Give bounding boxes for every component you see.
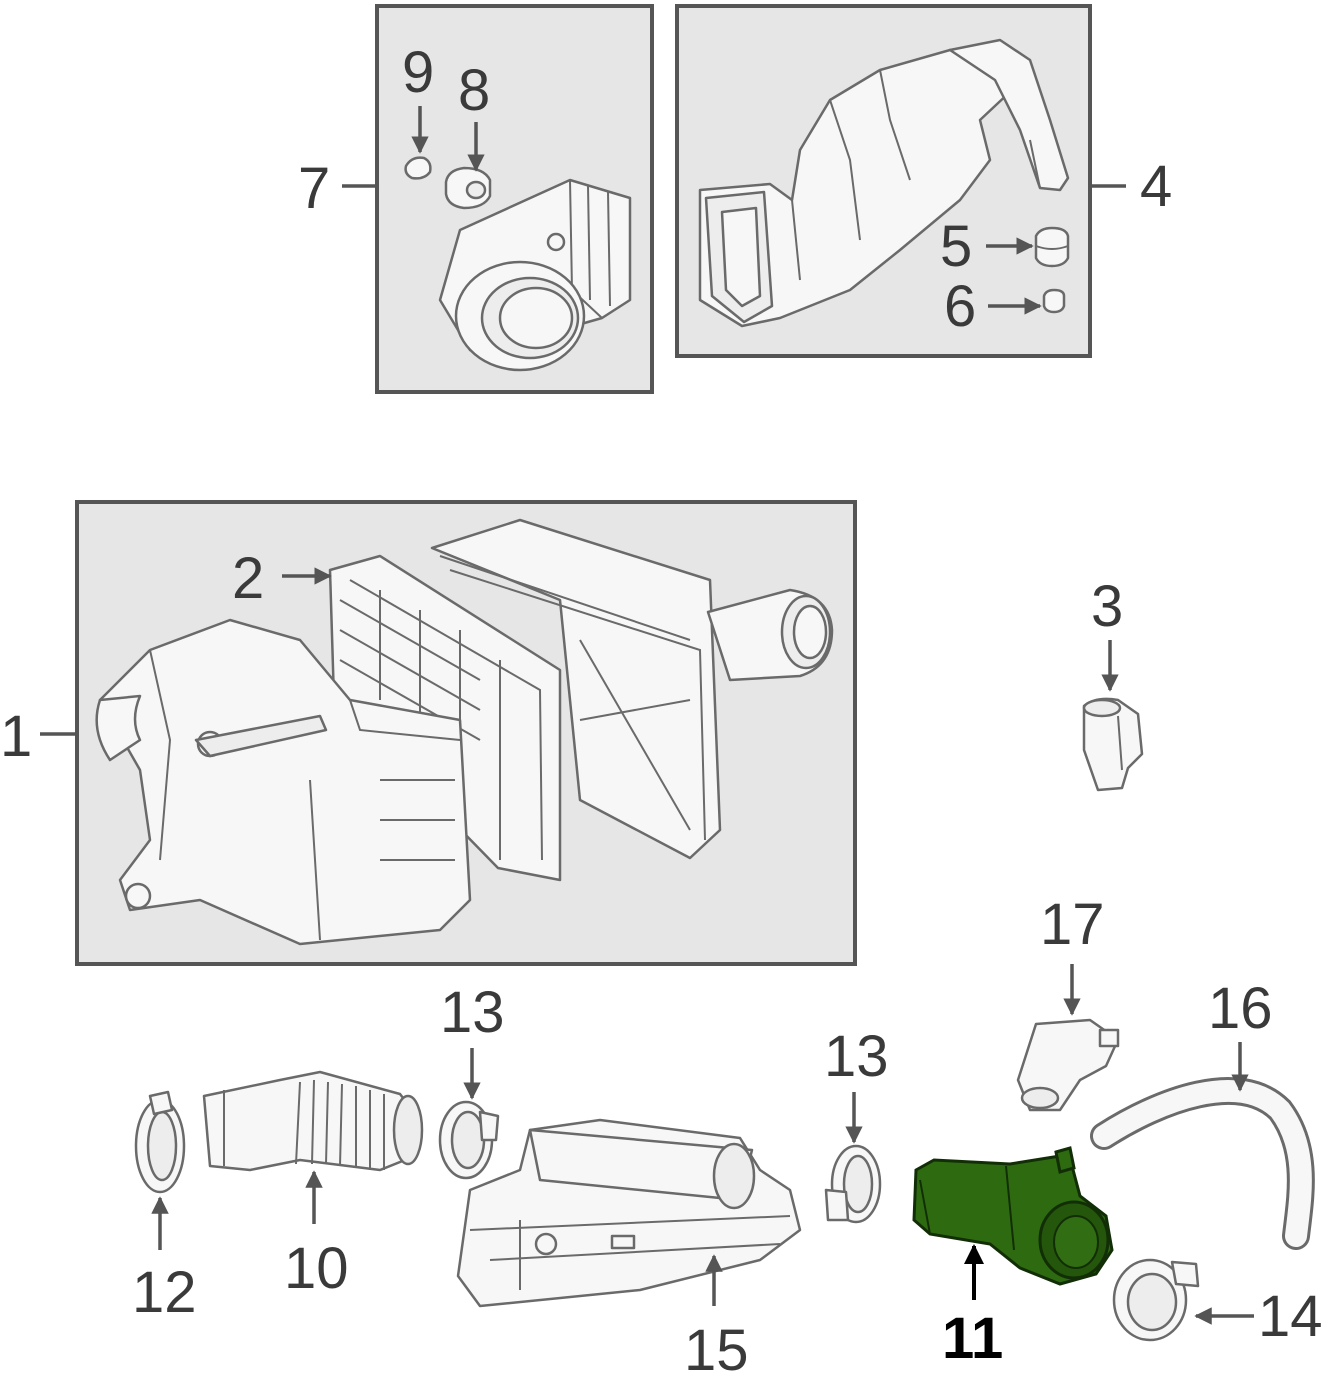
part-13-clamp-left xyxy=(438,1100,500,1180)
callout-16: 16 xyxy=(1208,976,1273,1041)
callout-13-right: 13 xyxy=(824,1024,889,1089)
callout-15: 15 xyxy=(684,1318,749,1378)
callout-3: 3 xyxy=(1091,574,1123,639)
leader-lines xyxy=(40,106,1254,1325)
callout-6: 6 xyxy=(944,274,976,339)
part-14-clamp xyxy=(1112,1258,1200,1342)
part-air-cleaner-cap xyxy=(430,518,834,860)
part-9-clip xyxy=(404,156,432,180)
callout-12: 12 xyxy=(132,1260,197,1325)
callout-14: 14 xyxy=(1258,1284,1323,1349)
callout-10: 10 xyxy=(284,1236,349,1301)
callout-4: 4 xyxy=(1140,154,1172,219)
part-10-hose xyxy=(202,1070,424,1172)
callout-1: 1 xyxy=(0,704,32,769)
part-13-clamp-right xyxy=(824,1144,882,1224)
callout-5: 5 xyxy=(940,214,972,279)
part-11-air-hose xyxy=(912,1146,1114,1286)
callout-13-left: 13 xyxy=(440,980,505,1045)
panel-air-flow-meter xyxy=(375,4,654,394)
callout-11: 11 xyxy=(942,1306,1003,1371)
panel-intake-duct xyxy=(675,4,1092,358)
callout-2: 2 xyxy=(232,546,264,611)
part-16-hose xyxy=(1090,1076,1315,1250)
callout-labels: 1 2 3 4 5 6 7 8 9 10 11 12 13 13 14 15 1… xyxy=(0,40,1323,1383)
callout-8: 8 xyxy=(458,58,490,123)
part-5-grommet xyxy=(1034,226,1070,268)
part-8-grommet xyxy=(444,166,492,210)
part-6-plug xyxy=(1042,288,1066,314)
part-air-cleaner-case xyxy=(95,618,472,946)
part-4-intake-duct xyxy=(698,38,1070,328)
part-17-valve xyxy=(1016,1018,1120,1112)
part-15-resonator xyxy=(456,1118,802,1308)
part-3-sensor xyxy=(1082,697,1144,792)
callout-9: 9 xyxy=(402,40,434,105)
part-12-clamp xyxy=(134,1090,186,1194)
callout-7: 7 xyxy=(298,156,330,221)
part-7-air-flow-meter xyxy=(438,178,632,372)
callout-17: 17 xyxy=(1040,892,1105,957)
panel-air-cleaner xyxy=(75,500,857,966)
